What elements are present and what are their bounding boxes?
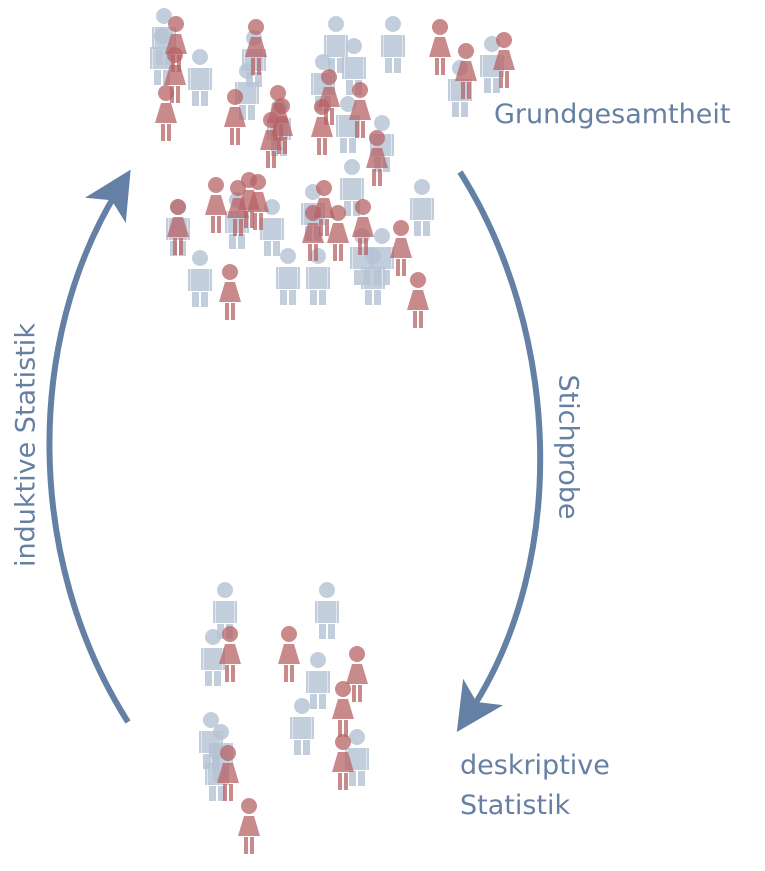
inductive-statistics-label: induktive Statistik [10, 323, 42, 567]
female-person-icon [346, 646, 368, 702]
female-person-icon [224, 89, 246, 145]
female-person-icon [407, 272, 429, 328]
descriptive-line-2: Statistik [460, 790, 571, 821]
sample-label: Stichprobe [552, 374, 584, 520]
male-person-icon [276, 248, 300, 305]
male-person-icon [290, 698, 314, 755]
descriptive-line-1: deskriptive [460, 750, 610, 781]
female-person-icon [327, 205, 349, 261]
female-person-icon [313, 180, 335, 236]
female-person-icon [155, 85, 177, 141]
female-person-icon [217, 745, 239, 801]
male-person-icon [315, 582, 339, 639]
female-person-icon [219, 264, 241, 320]
female-person-icon [219, 626, 241, 682]
female-person-icon [352, 199, 374, 255]
female-person-icon [167, 199, 189, 255]
female-person-icon [302, 205, 324, 261]
population-figures [150, 8, 515, 854]
female-person-icon [247, 174, 269, 230]
female-person-icon [245, 19, 267, 75]
sample-arrow [456, 170, 544, 733]
male-person-icon [188, 49, 212, 106]
male-person-icon [410, 179, 434, 236]
inductive-arrow [46, 169, 131, 724]
female-person-icon [366, 130, 388, 186]
female-person-icon [390, 220, 412, 276]
population-label: Grundgesamtheit [494, 99, 731, 130]
female-person-icon [238, 798, 260, 854]
male-person-icon [306, 652, 330, 709]
female-person-icon [165, 16, 187, 72]
female-person-icon [493, 32, 515, 88]
female-person-icon [429, 19, 451, 75]
descriptive-statistics-label: deskriptive Statistik [460, 746, 610, 826]
female-person-icon [332, 681, 354, 737]
male-person-icon [324, 16, 348, 73]
female-person-icon [455, 43, 477, 99]
male-person-icon [381, 16, 405, 73]
female-person-icon [332, 734, 354, 790]
female-person-icon [349, 82, 371, 138]
female-person-icon [318, 69, 340, 125]
male-person-icon [306, 248, 330, 305]
female-person-icon [164, 47, 186, 103]
male-person-icon [188, 250, 212, 307]
female-person-icon [278, 626, 300, 682]
female-person-icon [311, 99, 333, 155]
female-person-icon [260, 112, 282, 168]
male-person-icon [361, 248, 385, 305]
female-person-icon [205, 177, 227, 233]
